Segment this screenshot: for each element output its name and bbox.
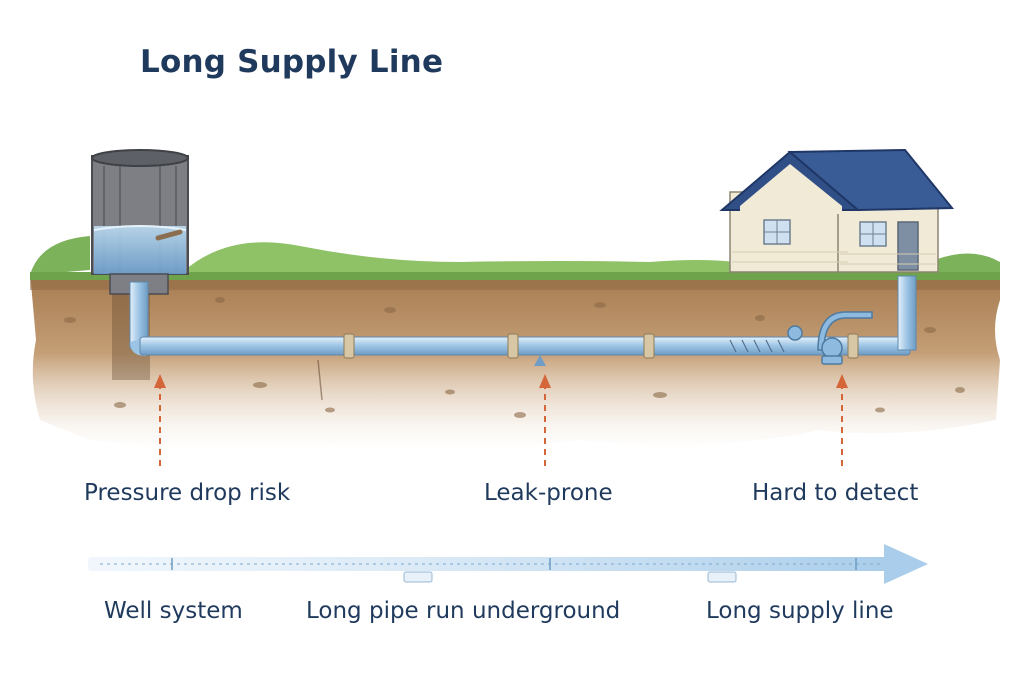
page-title: Long Supply Line: [140, 44, 444, 80]
soil-layer: [30, 272, 1000, 452]
callout-hard-to-detect: Hard to detect: [752, 480, 919, 506]
detect-arrowhead: [836, 374, 848, 388]
timeline-label-well: Well system: [104, 598, 243, 624]
callout-pressure-drop: Pressure drop risk: [84, 480, 291, 506]
well-tank: [91, 149, 189, 295]
callout-arrows: [159, 384, 843, 466]
flow-timeline-arrow: [88, 544, 928, 584]
leak-drip: [534, 355, 546, 366]
callout-leak-prone: Leak-prone: [484, 480, 613, 506]
pipe-joints: [343, 333, 859, 359]
leak-arrowhead: [539, 374, 551, 388]
pipe-damage: [729, 339, 785, 353]
underground-pipe: [129, 275, 917, 366]
house: [719, 148, 955, 273]
timeline-label-pipe: Long pipe run underground: [306, 598, 621, 624]
timeline-label-supply: Long supply line: [706, 598, 894, 624]
pressure-arrowhead: [154, 374, 166, 388]
valve-assembly: [787, 311, 873, 365]
grass-surface: [30, 236, 1000, 280]
